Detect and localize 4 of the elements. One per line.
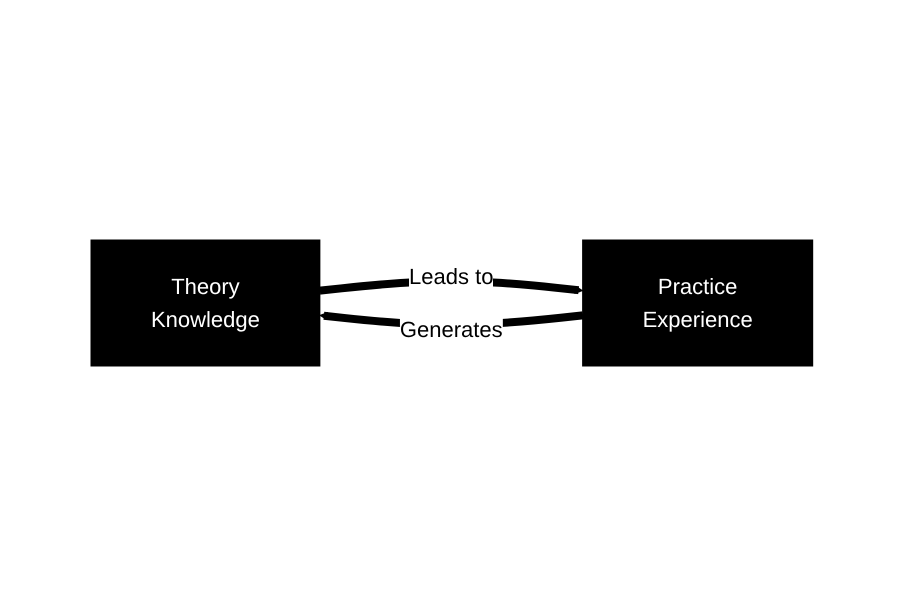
node-box: Theory Knowledge: [90, 239, 320, 366]
edge-label: Leads to: [408, 264, 494, 288]
node-box: Practice Experience: [582, 239, 813, 366]
edge-label: Generates: [400, 316, 502, 342]
